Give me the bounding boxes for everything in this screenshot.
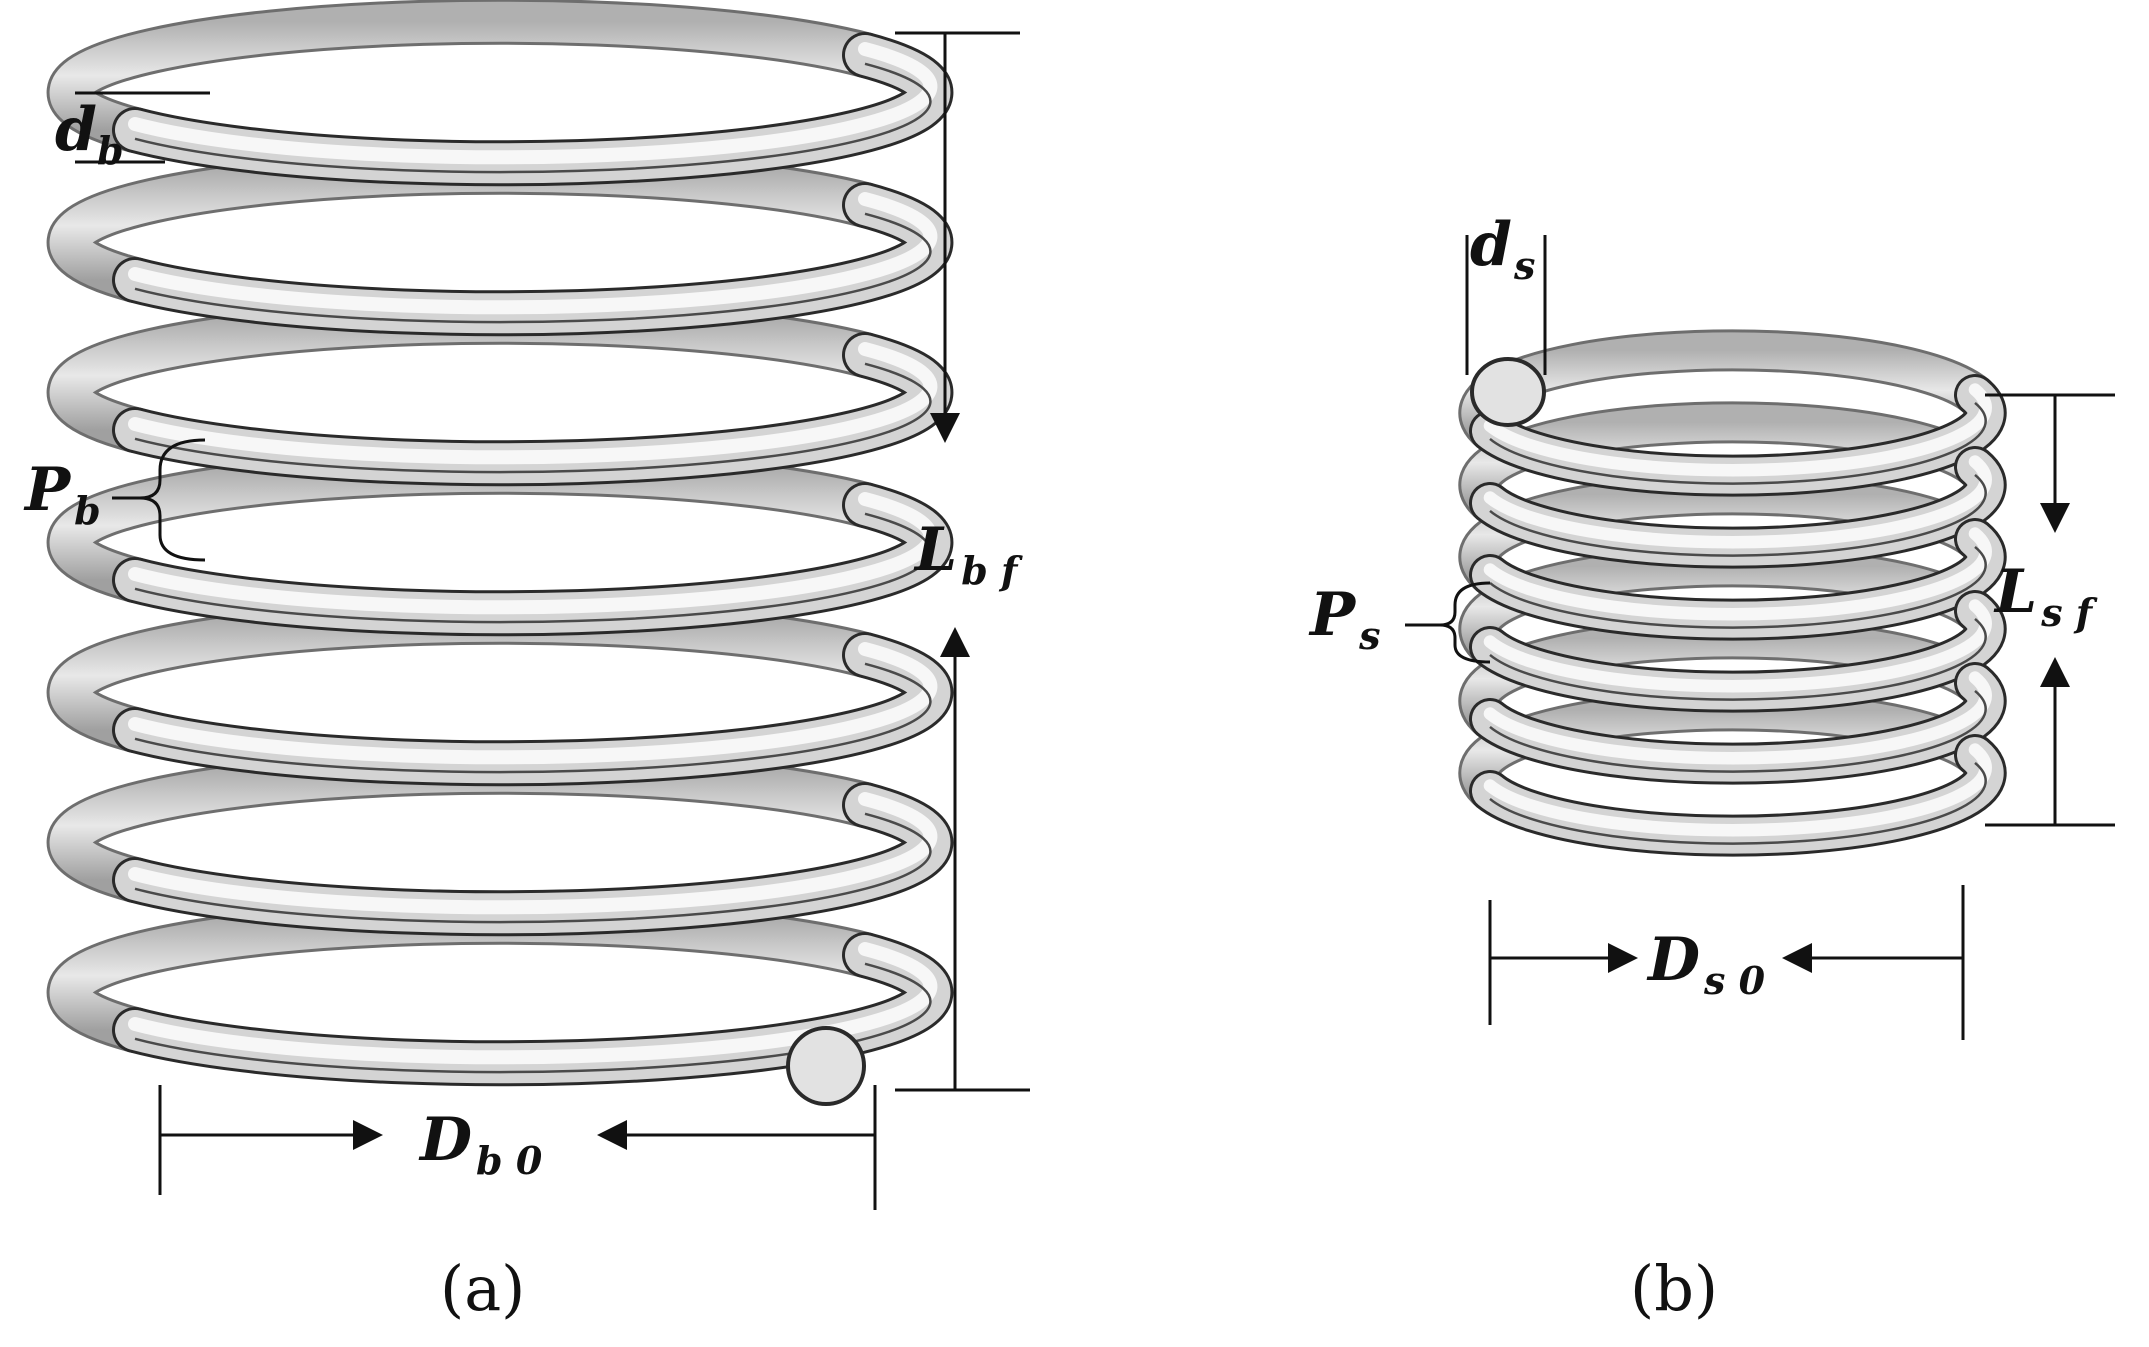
spring-a-coil-back-fill-2 <box>49 151 885 300</box>
spring-a-coil-shade-1 <box>134 62 932 174</box>
spring-b-coil-highlight-2 <box>1483 455 1992 549</box>
wire-end-cap-a <box>786 1026 866 1106</box>
spring-b-coil-highlight-5 <box>1483 671 1992 765</box>
wire-end-cap-b <box>1470 357 1546 427</box>
spring-a-coil-highlight-1 <box>128 42 938 165</box>
spring-b-coil-highlight-6 <box>1483 743 1992 837</box>
spring-a-coil-back-fill-4 <box>49 451 885 600</box>
spring-a <box>46 0 954 1087</box>
spring-a-coil-back-fill-1 <box>49 1 885 150</box>
spring-a-coil-highlight-7 <box>128 942 938 1065</box>
spring-b <box>1458 329 2007 857</box>
spring-b-coil-shade-6 <box>1489 761 1987 845</box>
caption-a: (a) <box>440 1252 525 1325</box>
wire-diameter-label-a: db <box>55 95 124 173</box>
spring-b-coil-highlight-4 <box>1483 599 1992 693</box>
spring-a-coil-shade-3 <box>134 362 932 474</box>
wire-diameter-label-b: ds <box>1470 210 1535 288</box>
spring-b-coil-shade-3 <box>1489 545 1987 629</box>
spring-a-coil-highlight-2 <box>128 192 938 315</box>
spring-a-coil-back-fill-6 <box>49 751 885 900</box>
spring-a-coil-shade-6 <box>134 812 932 924</box>
spring-b-coil-shade-2 <box>1489 473 1987 557</box>
spring-a-coil-back-fill-3 <box>49 301 885 450</box>
spring-a-coil-highlight-6 <box>128 792 938 915</box>
spring-a-coil-back-fill-7 <box>49 901 885 1050</box>
spring-a-coil-highlight-3 <box>128 342 938 465</box>
wire-diameter-annotation-a: db <box>55 91 210 173</box>
wire-diameter-annotation-b: ds <box>1465 210 1547 375</box>
spring-a-coil-highlight-5 <box>128 642 938 765</box>
spring-b-coil-shade-1 <box>1489 401 1987 485</box>
caption-b: (b) <box>1630 1252 1718 1325</box>
spring-b-coil-shade-5 <box>1489 689 1987 773</box>
spring-a-coil-shade-5 <box>134 662 932 774</box>
spring-b-coil-shade-4 <box>1489 617 1987 701</box>
spring-a-coil-shade-2 <box>134 212 932 324</box>
spring-a-coil-shade-7 <box>134 962 932 1074</box>
spring-b-coil-highlight-1 <box>1483 383 1992 477</box>
spring-b-coil-highlight-3 <box>1483 527 1992 621</box>
spring-a-coil-back-fill-5 <box>49 601 885 750</box>
spring-a-coil-highlight-4 <box>128 492 938 615</box>
spring-a-coil-shade-4 <box>134 512 932 624</box>
